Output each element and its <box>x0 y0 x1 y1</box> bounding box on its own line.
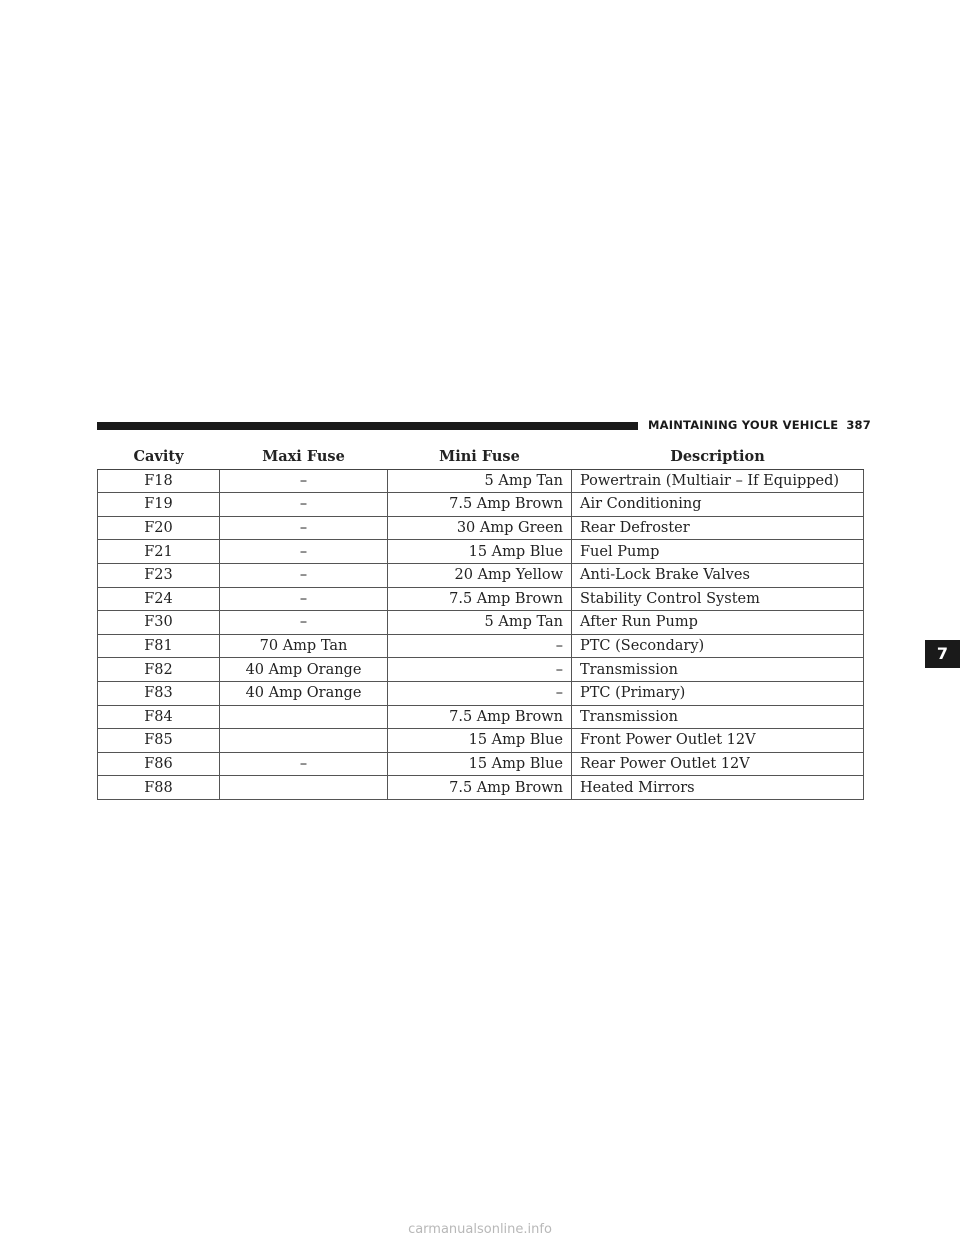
cell-mini-fuse: – <box>387 657 572 682</box>
cell-cavity: F23 <box>97 562 220 588</box>
cell-description: Fuel Pump <box>571 539 864 564</box>
cell-description: Rear Defroster <box>571 515 864 541</box>
cell-mini-fuse: 30 Amp Green <box>387 515 572 541</box>
cell-mini-fuse: 7.5 Amp Brown <box>387 492 572 517</box>
cell-cavity: F81 <box>97 633 220 659</box>
cell-mini-fuse: 7.5 Amp Brown <box>387 704 572 730</box>
cell-description: Front Power Outlet 12V <box>571 728 864 753</box>
cell-cavity: F30 <box>97 610 220 635</box>
cell-maxi-fuse <box>219 704 388 730</box>
cell-cavity: F85 <box>97 728 220 753</box>
cell-cavity: F83 <box>97 680 220 706</box>
fuse-table: Cavity Maxi Fuse Mini Fuse Description F… <box>97 446 864 800</box>
cell-maxi-fuse: 40 Amp Orange <box>219 680 388 706</box>
cell-cavity: F84 <box>97 704 220 730</box>
cell-description: Stability Control System <box>571 586 864 612</box>
table-header-row: Cavity Maxi Fuse Mini Fuse Description <box>97 446 864 470</box>
cell-cavity: F24 <box>97 586 220 612</box>
cell-mini-fuse: 20 Amp Yellow <box>387 562 572 588</box>
cell-maxi-fuse: – <box>219 751 388 777</box>
cell-description: Air Conditioning <box>571 492 864 517</box>
cell-description: PTC (Primary) <box>571 680 864 706</box>
cell-description: Anti-Lock Brake Valves <box>571 562 864 588</box>
cell-description: Transmission <box>571 704 864 730</box>
cell-maxi-fuse: – <box>219 610 388 635</box>
cell-cavity: F19 <box>97 492 220 517</box>
column-header-maxi-fuse: Maxi Fuse <box>219 446 388 470</box>
cell-mini-fuse: 15 Amp Blue <box>387 728 572 753</box>
cell-cavity: F20 <box>97 515 220 541</box>
column-header-description: Description <box>571 446 864 470</box>
cell-maxi-fuse: – <box>219 539 388 564</box>
cell-maxi-fuse: – <box>219 562 388 588</box>
cell-description: Transmission <box>571 657 864 682</box>
cell-mini-fuse: 15 Amp Blue <box>387 751 572 777</box>
cell-maxi-fuse: – <box>219 515 388 541</box>
cell-maxi-fuse: – <box>219 586 388 612</box>
cell-maxi-fuse: 70 Amp Tan <box>219 633 388 659</box>
cell-mini-fuse: 7.5 Amp Brown <box>387 586 572 612</box>
cell-cavity: F86 <box>97 751 220 777</box>
cell-cavity: F88 <box>97 775 220 800</box>
column-header-cavity: Cavity <box>97 446 220 470</box>
cell-maxi-fuse: 40 Amp Orange <box>219 657 388 682</box>
cell-maxi-fuse <box>219 775 388 800</box>
cell-mini-fuse: – <box>387 633 572 659</box>
header-rule <box>97 422 638 430</box>
cell-mini-fuse: 15 Amp Blue <box>387 539 572 564</box>
cell-mini-fuse: 7.5 Amp Brown <box>387 775 572 800</box>
cell-cavity: F21 <box>97 539 220 564</box>
cell-maxi-fuse: – <box>219 468 388 494</box>
cell-maxi-fuse: – <box>219 492 388 517</box>
section-title: MAINTAINING YOUR VEHICLE <box>648 418 839 432</box>
cell-cavity: F82 <box>97 657 220 682</box>
column-header-mini-fuse: Mini Fuse <box>387 446 572 470</box>
watermark: carmanualsonline.info <box>408 1222 552 1237</box>
page-number: 387 <box>846 418 871 432</box>
cell-maxi-fuse <box>219 728 388 753</box>
cell-description: Heated Mirrors <box>571 775 864 800</box>
cell-description: After Run Pump <box>571 610 864 635</box>
cell-mini-fuse: – <box>387 680 572 706</box>
cell-description: Powertrain (Multiair – If Equipped) <box>571 468 864 494</box>
chapter-tab: 7 <box>925 640 960 668</box>
cell-cavity: F18 <box>97 468 220 494</box>
cell-mini-fuse: 5 Amp Tan <box>387 610 572 635</box>
cell-description: Rear Power Outlet 12V <box>571 751 864 777</box>
running-header: MAINTAINING YOUR VEHICLE 387 <box>648 418 871 432</box>
cell-mini-fuse: 5 Amp Tan <box>387 468 572 494</box>
cell-description: PTC (Secondary) <box>571 633 864 659</box>
